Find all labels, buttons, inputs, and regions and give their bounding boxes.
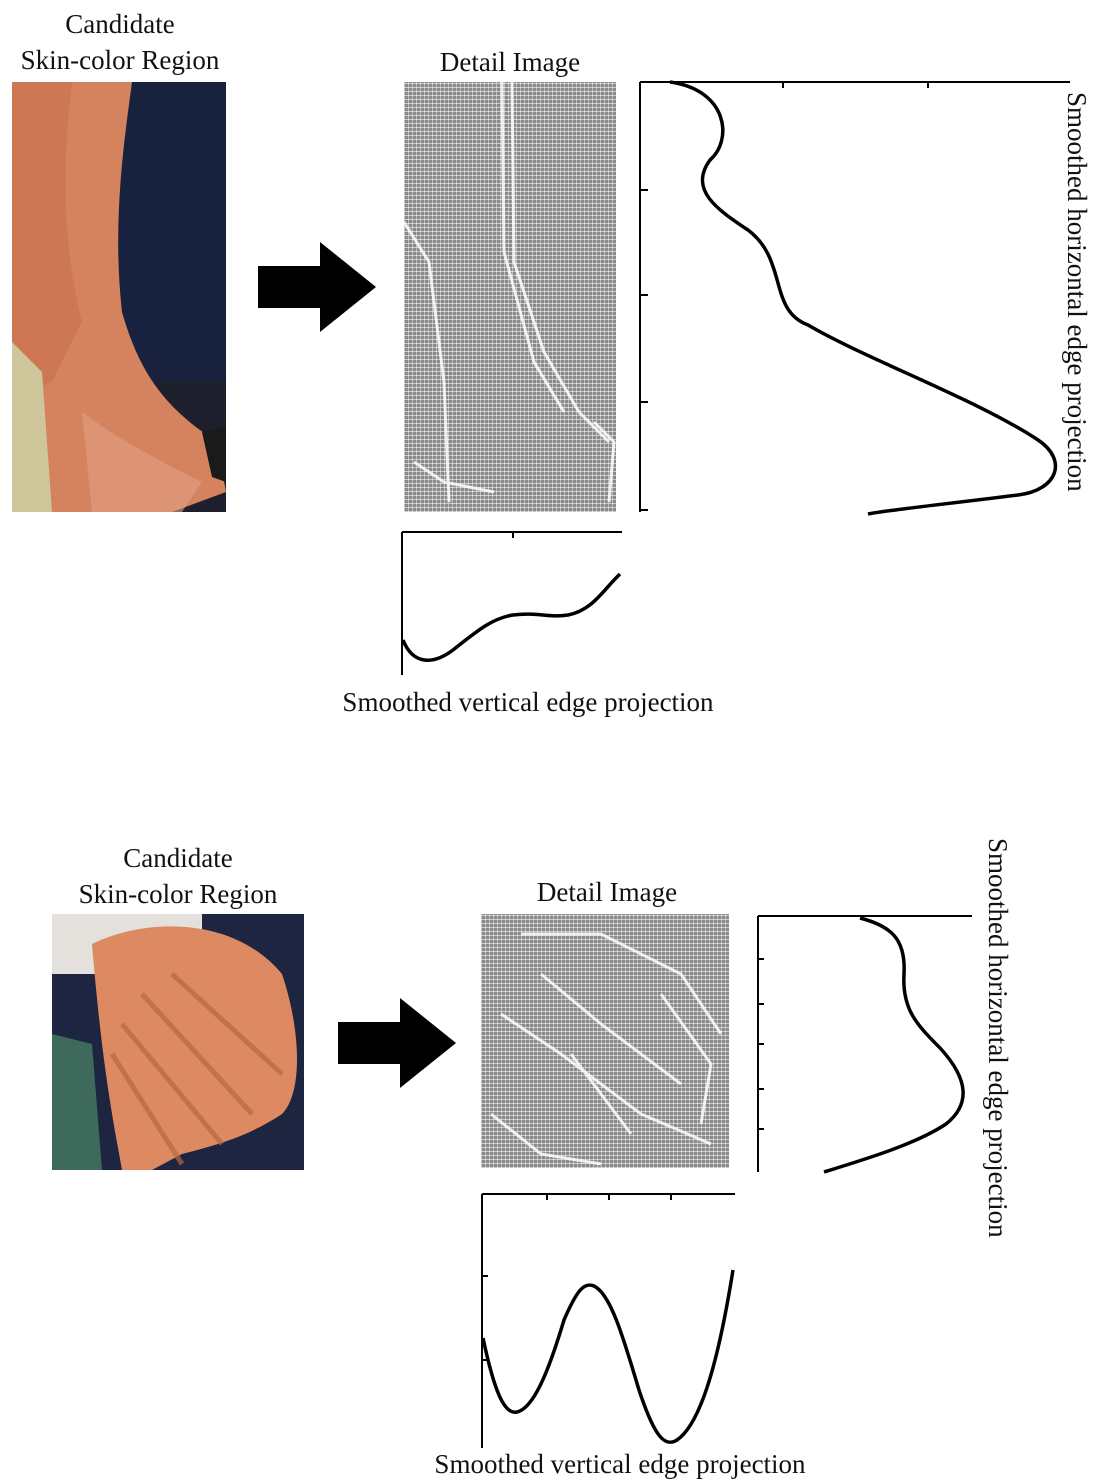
horizontal-projection-label: Smoothed horizontal edge projection — [1061, 92, 1092, 492]
horizontal-projection-plot — [638, 80, 1078, 520]
vertical-projection-curve — [483, 1270, 733, 1442]
candidate-title-line1: Candidate — [0, 6, 240, 42]
vertical-projection-plot — [479, 1190, 739, 1452]
vertical-projection-label: Smoothed vertical edge projection — [410, 1446, 830, 1482]
arrow-right-icon — [258, 242, 378, 337]
candidate-title: Candidate Skin-color Region — [58, 840, 298, 912]
edge-lines — [404, 82, 616, 512]
arrow-right-icon — [338, 998, 458, 1093]
candidate-region-image — [52, 914, 304, 1170]
horizontal-projection-plot — [756, 914, 976, 1176]
candidate-title: Candidate Skin-color Region — [0, 6, 240, 78]
candidate-title-line1: Candidate — [58, 840, 298, 876]
detail-image — [404, 82, 616, 512]
detail-image — [481, 914, 729, 1168]
horizontal-projection-label: Smoothed horizontal edge projection — [982, 838, 1013, 1238]
vertical-projection-curve — [403, 574, 620, 660]
vertical-projection-plot — [398, 530, 628, 680]
arm-photo — [12, 82, 226, 512]
vertical-projection-label: Smoothed vertical edge projection — [318, 684, 738, 720]
candidate-region-image — [12, 82, 226, 512]
candidate-title-line2: Skin-color Region — [58, 876, 298, 912]
horizontal-projection-curve — [824, 918, 963, 1172]
detail-image-title: Detail Image — [497, 874, 717, 910]
horizontal-projection-curve — [670, 82, 1055, 514]
hand-photo — [52, 914, 304, 1170]
detail-image-title: Detail Image — [400, 44, 620, 80]
candidate-title-line2: Skin-color Region — [0, 42, 240, 78]
edge-lines — [481, 914, 729, 1168]
